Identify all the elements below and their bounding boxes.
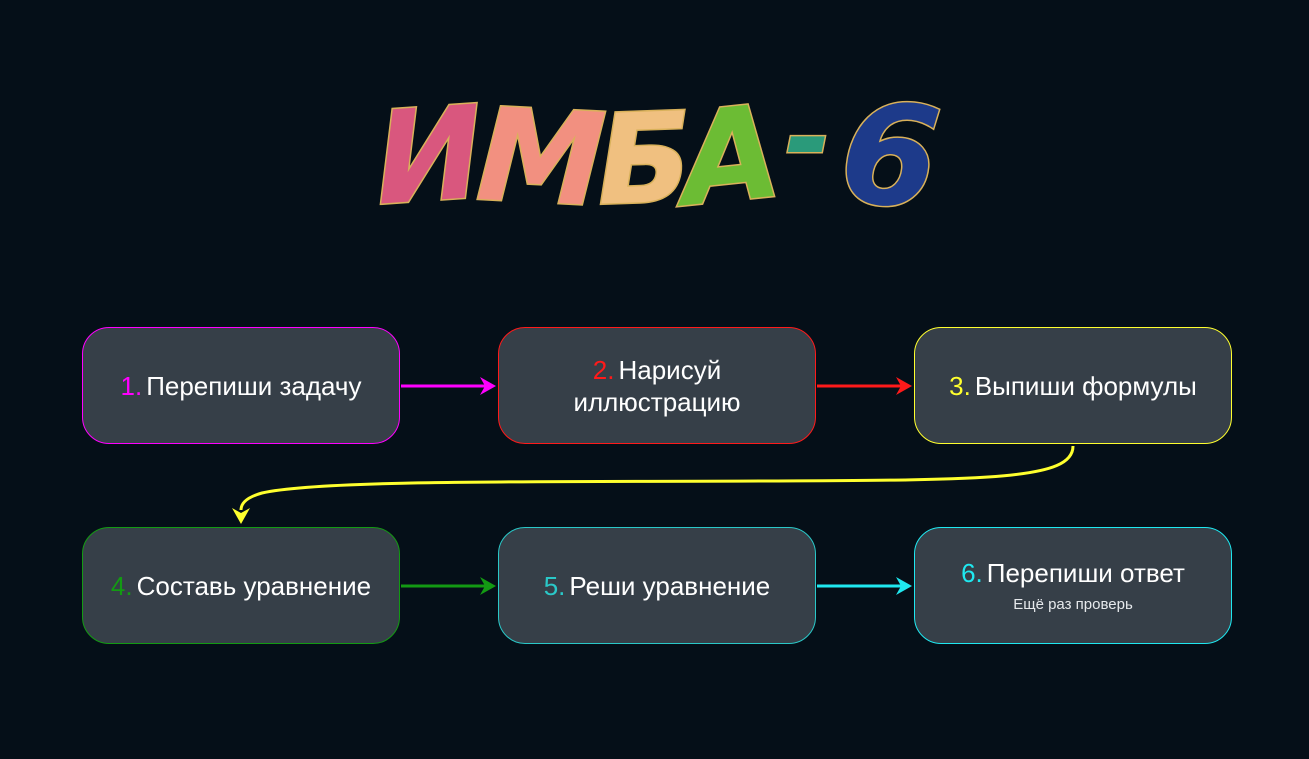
arrowhead	[480, 577, 496, 595]
title-letter: И	[370, 79, 487, 235]
step-1-box: 1.Перепиши задачу	[82, 327, 400, 444]
step-2-number: 2.	[592, 354, 615, 385]
step-4-box: 4.Составь уравнение	[82, 527, 400, 644]
step-6-label: Перепиши ответ	[986, 557, 1185, 588]
step-1-main: 1.Перепиши задачу	[111, 370, 372, 402]
step-2-main: 2.Нарисуй иллюстрацию	[499, 354, 815, 418]
step-6-number: 6.	[961, 557, 983, 588]
arrowhead	[896, 577, 912, 595]
connector-line	[239, 445, 1075, 511]
step-4-number: 4.	[110, 570, 133, 601]
step-5-main: 5.Реши уравнение	[534, 570, 781, 602]
step-6-main: 6.Перепиши ответ	[951, 557, 1195, 589]
title-letter: 6	[833, 71, 947, 243]
step-3-label: Выпиши формулы	[974, 370, 1197, 401]
step-3-box: 3.Выпиши формулы	[914, 327, 1232, 444]
step-6-hint: Ещё раз проверь	[1013, 595, 1133, 613]
step-3-number: 3.	[949, 370, 971, 401]
arrowhead	[896, 377, 912, 395]
step-5-number: 5.	[543, 570, 566, 601]
step-1-label: Перепиши задачу	[146, 370, 362, 401]
step-6-box: 6.Перепиши ответ Ещё раз проверь	[914, 527, 1232, 644]
step-2-label: Нарисуй иллюстрацию	[573, 354, 741, 417]
step-5-box: 5.Реши уравнение	[498, 527, 816, 644]
title-letter: Б	[595, 86, 694, 233]
step-4-main: 4.Составь уравнение	[101, 570, 381, 602]
arrowhead	[480, 377, 496, 395]
step-1-number: 1.	[120, 370, 143, 401]
step-5-label: Реши уравнение	[569, 570, 771, 601]
title-letter: -	[785, 74, 831, 202]
step-2-box: 2.Нарисуй иллюстрацию	[498, 327, 816, 444]
title-letter: М	[474, 81, 609, 236]
arrowhead	[232, 508, 250, 524]
step-3-main: 3.Выпиши формулы	[939, 370, 1207, 402]
step-4-label: Составь уравнение	[136, 570, 372, 601]
